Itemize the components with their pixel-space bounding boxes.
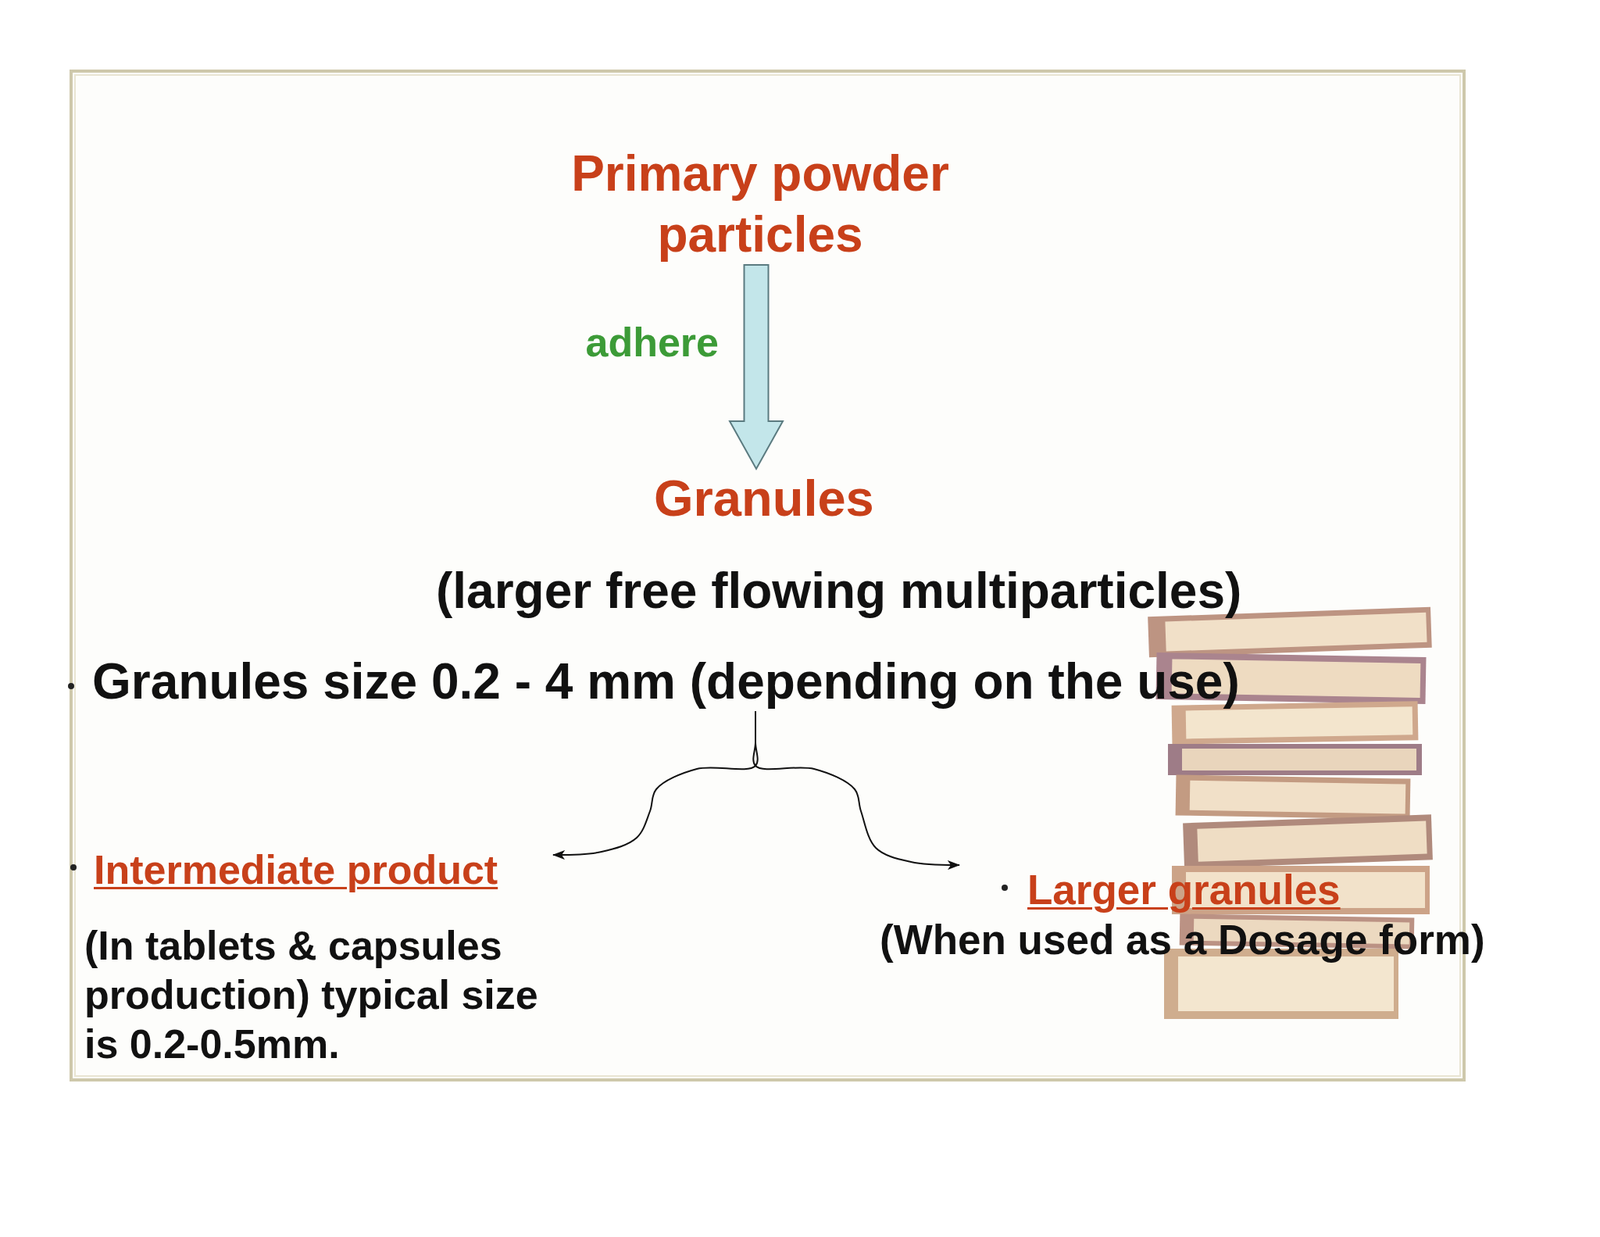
node-heading: Larger granules [1027, 864, 1536, 915]
bracket-connector [553, 710, 758, 855]
book-cover [1175, 774, 1411, 819]
node-heading: Primary powder particles [525, 142, 995, 265]
bracket-connector [753, 710, 960, 865]
text-node: Intermediate product (In tablets & capsul… [84, 844, 554, 1069]
text-node: Granules size 0.2 - 4 mm (depending on t… [92, 651, 1405, 711]
node-text: (In tablets & capsules production) typic… [84, 921, 554, 1069]
node-heading: Granules [653, 468, 1296, 529]
book-pages [1178, 956, 1394, 1011]
node-heading: Intermediate product [93, 844, 554, 895]
book-pages [1196, 821, 1427, 862]
book-cover [1182, 814, 1433, 868]
book [1182, 814, 1433, 868]
text-node: Primary powder particles [525, 142, 995, 265]
bullet-dot [1001, 884, 1008, 891]
book-pages [1182, 748, 1417, 771]
text-node: Larger granules(When used as a Dosage fo… [879, 864, 1536, 965]
block-arrow [729, 264, 783, 469]
book-pages [1189, 780, 1407, 815]
node-text: (When used as a Dosage form) [879, 914, 1536, 965]
edge-group [553, 264, 960, 865]
book-cover [1167, 743, 1422, 775]
bullet-dot [67, 682, 75, 690]
bullet-dot [70, 864, 77, 871]
text-node: Granules (larger free flowing multipartic… [435, 468, 1296, 621]
book-pages [1185, 706, 1414, 739]
book [1167, 743, 1422, 775]
book [1175, 774, 1411, 819]
node-heading: Granules size 0.2 - 4 mm (depending on t… [92, 651, 1405, 711]
edge-label: adhere [585, 317, 719, 367]
node-text: (larger free flowing multiparticles) [435, 560, 1296, 621]
